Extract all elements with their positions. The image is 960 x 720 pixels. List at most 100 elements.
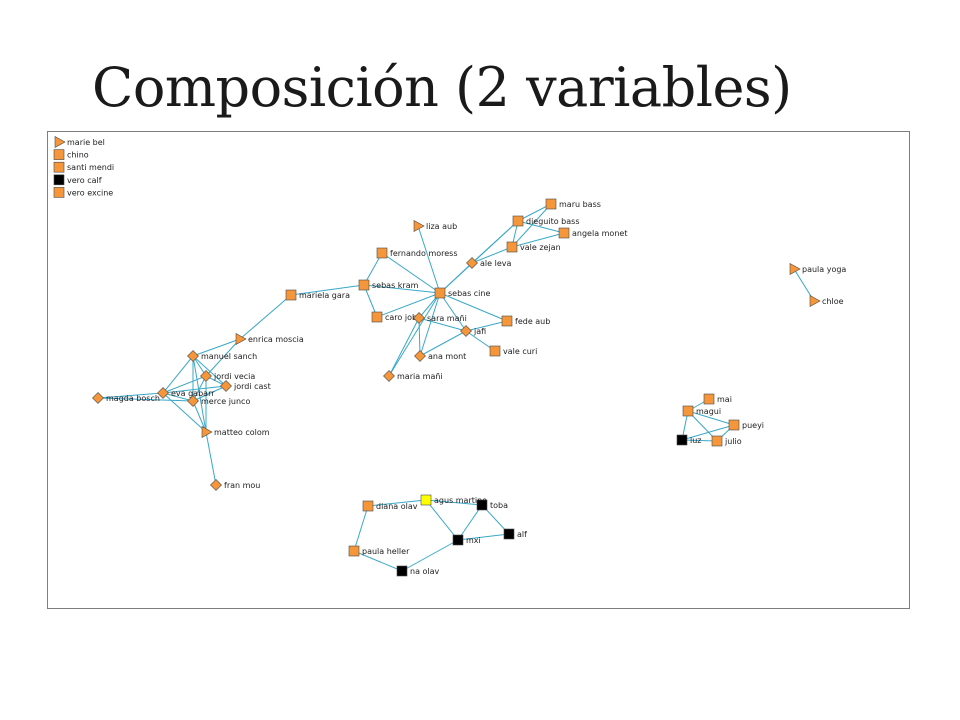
node-marker — [506, 241, 518, 253]
network-edge — [192, 355, 207, 433]
node-label: julio — [724, 437, 742, 446]
node-label: fran mou — [224, 481, 260, 490]
network-node-manuel-sanch: manuel sanch — [187, 350, 257, 362]
network-node-magda-bosch: magda bosch — [92, 392, 160, 404]
node-marker — [420, 494, 432, 506]
node-marker — [187, 350, 199, 362]
legend-item: chino — [53, 149, 89, 160]
node-marker — [210, 479, 222, 491]
network-node-fede-aub: fede aub — [501, 315, 550, 327]
node-label: fernando moress — [390, 249, 458, 258]
node-label: chloe — [822, 297, 844, 306]
node-label: pueyi — [742, 421, 764, 430]
network-node-maru-bass: maru bass — [545, 198, 601, 210]
legend-marker — [53, 149, 65, 160]
network-node-mariela-gara: mariela gara — [285, 289, 350, 301]
node-label: maru bass — [559, 200, 601, 209]
network-edge — [511, 232, 565, 248]
node-label: paula heller — [362, 547, 410, 556]
network-edge — [363, 284, 441, 294]
legend-marker — [53, 187, 65, 198]
node-marker — [434, 287, 446, 299]
network-edge — [687, 410, 735, 426]
node-label: na olav — [410, 567, 440, 576]
network-edge — [681, 439, 718, 442]
network-edge — [418, 317, 421, 357]
node-label: manuel sanch — [201, 352, 257, 361]
node-marker — [558, 227, 570, 239]
node-label: alf — [517, 530, 527, 539]
node-marker — [512, 215, 524, 227]
network-edge — [425, 499, 483, 506]
node-label: angela monet — [572, 229, 627, 238]
network-node-luz: luz — [676, 434, 702, 446]
network-node-vale-curi: vale curi — [489, 345, 537, 357]
network-edge — [681, 424, 735, 441]
network-edge — [162, 375, 207, 394]
network-node-jordi-vecia: jordi vecia — [200, 370, 255, 382]
network-edge — [353, 505, 369, 552]
legend-item: vero excine — [53, 187, 113, 198]
network-node-eva-gabarr: eva gabarr — [157, 387, 215, 399]
node-marker — [676, 434, 688, 446]
node-marker — [501, 315, 513, 327]
network-node-dieguito-bass: dieguito bass — [512, 215, 579, 227]
node-label: caro jobb — [385, 313, 422, 322]
network-edge — [97, 392, 164, 399]
node-label: mai — [717, 395, 732, 404]
node-marker — [460, 325, 472, 337]
node-marker — [376, 247, 388, 259]
network-edge — [439, 292, 467, 332]
network-edge — [192, 338, 241, 357]
node-marker — [452, 534, 464, 546]
network-node-merce-junco: merce junco — [187, 395, 250, 407]
node-marker — [92, 392, 104, 404]
node-marker — [809, 294, 821, 308]
network-edge — [457, 533, 510, 541]
node-marker — [200, 370, 212, 382]
network-edge — [419, 330, 467, 357]
legend-label: santi mendi — [67, 163, 114, 172]
network-edge — [363, 284, 378, 318]
node-label: mxi — [466, 536, 481, 545]
node-marker — [413, 219, 425, 233]
node-label: agus martino — [434, 496, 487, 505]
network-node-julio: julio — [711, 435, 742, 447]
network-node-ana-mont: ana mont — [414, 350, 466, 362]
network-node-na-olav: na olav — [396, 565, 440, 577]
node-label: sebas kram — [372, 281, 419, 290]
node-marker — [220, 380, 232, 392]
node-marker — [235, 332, 247, 346]
network-node-angela-monet: angela monet — [558, 227, 627, 239]
network-edge — [162, 385, 227, 394]
network-node-ale-leva: ale leva — [466, 257, 511, 269]
node-label: maria mañi — [397, 372, 443, 381]
network-edge — [97, 397, 194, 402]
network-edge — [465, 320, 508, 332]
node-marker — [466, 257, 478, 269]
legend-label: marie bel — [67, 138, 105, 147]
network-edge — [418, 317, 467, 332]
node-label: dieguito bass — [526, 217, 579, 226]
node-marker — [414, 350, 426, 362]
node-marker — [503, 528, 515, 540]
node-label: paula yoga — [802, 265, 846, 274]
network-edge — [401, 539, 459, 572]
network-edge — [205, 338, 241, 377]
network-node-sebas-kram: sebas kram — [358, 279, 419, 291]
legend-label: vero calf — [67, 176, 102, 185]
network-edge — [511, 203, 552, 248]
node-marker — [489, 345, 501, 357]
node-label: fede aub — [515, 317, 550, 326]
network-node-paula-heller: paula heller — [348, 545, 410, 557]
node-label: sebas cine — [448, 289, 490, 298]
network-edge — [439, 292, 508, 322]
node-label: vale curi — [503, 347, 537, 356]
node-marker — [476, 499, 488, 511]
network-edge — [457, 504, 483, 541]
network-node-matteo-colom: matteo colom — [201, 425, 270, 439]
node-label: mariela gara — [299, 291, 350, 300]
node-label: liza aub — [426, 222, 457, 231]
network-edge — [471, 246, 513, 264]
node-marker — [545, 198, 557, 210]
